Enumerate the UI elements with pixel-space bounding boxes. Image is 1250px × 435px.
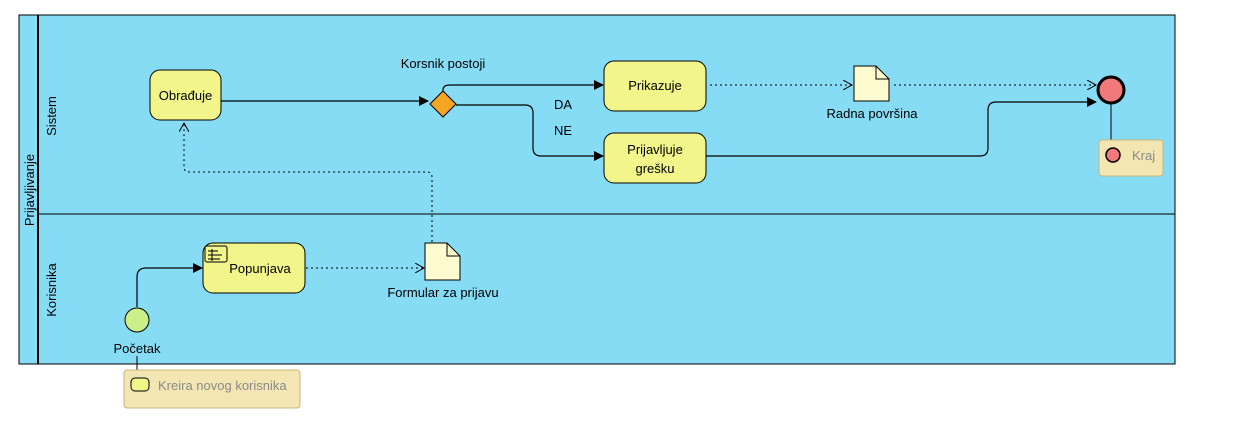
lane-sistem[interactable]: Sistem [44, 96, 59, 136]
sequence-flows [136, 80, 1097, 307]
manual-task-hand-icon [204, 245, 228, 263]
pool-prijavljivanje[interactable]: Prijavljivanje [18, 14, 1176, 365]
assoc-formular-to-obraduje [184, 123, 433, 242]
flow-gateway-to-prijavljuje [456, 104, 604, 161]
start-event-label: Početak [114, 341, 161, 356]
gateway-korisnik-postoji[interactable] [429, 90, 457, 118]
task-obraduje[interactable]: Obrađuje [149, 69, 222, 121]
flow-gateway-to-prikazuje [442, 80, 604, 91]
pool-label: Prijavljivanje [22, 154, 37, 226]
document-radna-povrsina[interactable] [853, 65, 890, 102]
document-label-radna-povrsina: Radna površina [826, 106, 918, 121]
task-label-prijavljuje-line1: Prijavljuje [627, 142, 683, 157]
annotation-label-kraj: Kraj [1132, 148, 1155, 163]
task-prijavljuje-gresku[interactable]: Prijavljuje grešku [603, 132, 707, 184]
task-label-obraduje: Obrađuje [159, 88, 212, 103]
flow-label-ne: NE [554, 123, 572, 138]
flow-prijavljuje-to-end [706, 97, 1097, 157]
lane-korisnika[interactable]: Korisnika [44, 262, 59, 316]
lane-label-korisnika: Korisnika [44, 262, 59, 316]
gateway-label: Korsnik postoji [401, 56, 486, 71]
task-popunjava[interactable]: Popunjava [202, 242, 306, 294]
document-label-formular: Formular za prijavu [387, 285, 498, 300]
end-event[interactable] [1096, 75, 1126, 105]
task-icon [130, 377, 150, 392]
flow-start-to-popunjava [136, 263, 203, 307]
annotation-kraj[interactable]: Kraj [1098, 139, 1164, 177]
task-label-popunjava: Popunjava [229, 261, 291, 276]
annotation-kreira-novog-korisnika[interactable]: Kreira novog korisnika [123, 369, 301, 409]
end-event-icon [1105, 147, 1121, 163]
task-label-prijavljuje-line2: grešku [635, 161, 674, 176]
task-prikazuje[interactable]: Prikazuje [603, 60, 707, 112]
flow-label-da: DA [554, 97, 572, 112]
document-formular-za-prijavu[interactable] [424, 242, 461, 281]
annotation-label-kreira: Kreira novog korisnika [158, 378, 287, 393]
start-event[interactable] [124, 307, 150, 333]
task-label-prikazuje: Prikazuje [628, 78, 681, 93]
lane-label-sistem: Sistem [44, 96, 59, 136]
